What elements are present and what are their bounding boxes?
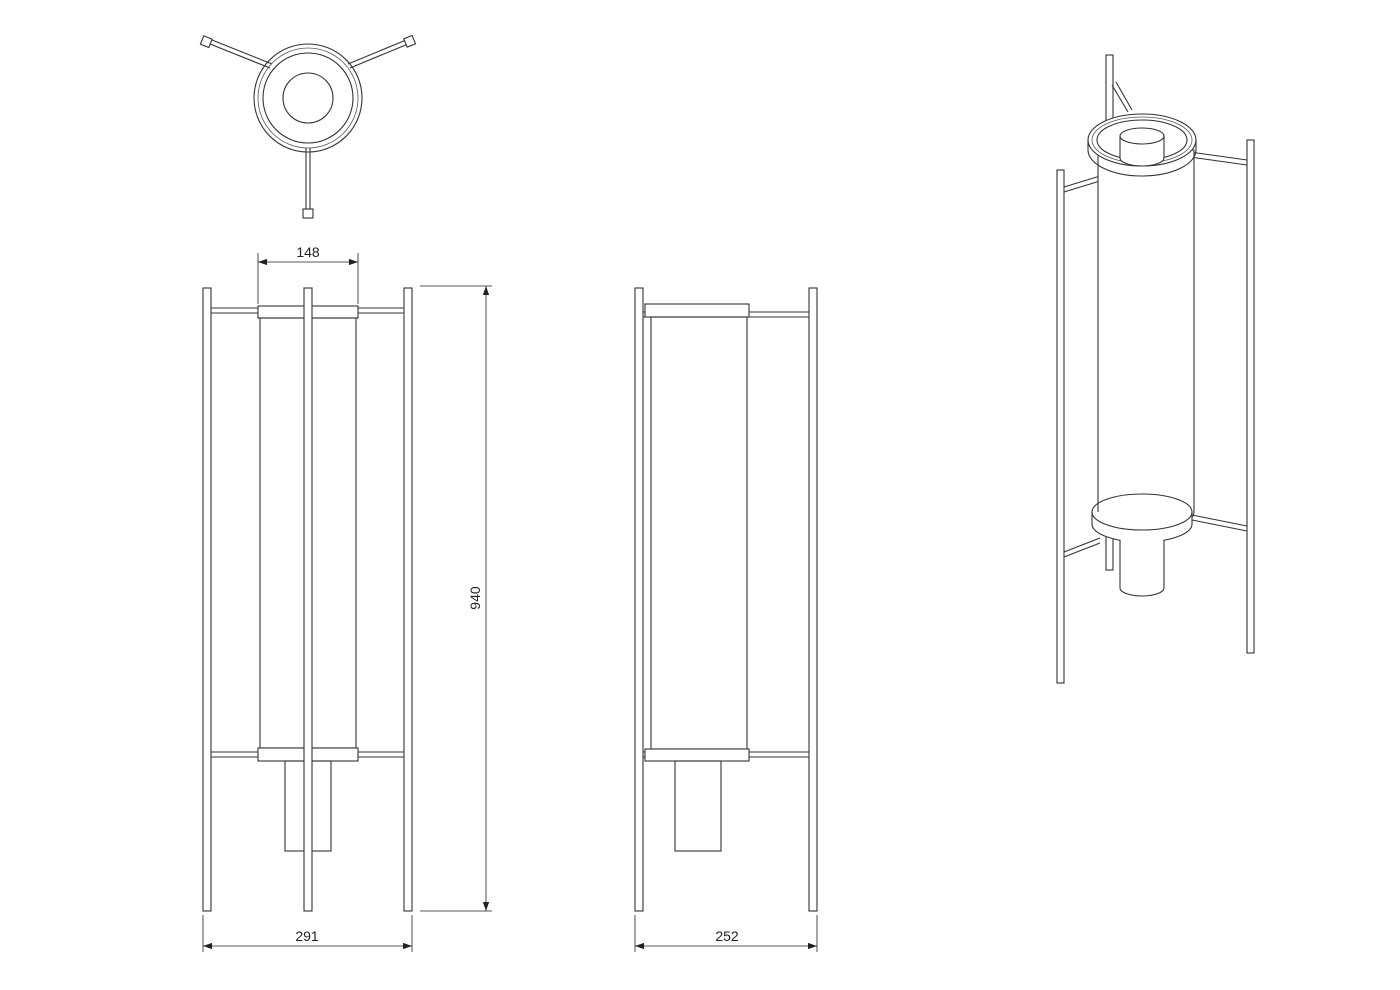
- dimension-label-252: 252: [715, 928, 739, 944]
- side-view: [634, 287, 818, 912]
- top-view: [199, 34, 417, 219]
- front-view: [202, 287, 413, 912]
- dimension-label-148: 148: [296, 244, 320, 260]
- dimension-label-940: 940: [467, 586, 483, 610]
- dimension-shade-diameter: 148: [257, 244, 359, 304]
- dimension-front-width: 291: [202, 915, 413, 952]
- dimension-label-291: 291: [295, 928, 319, 944]
- dimension-side-width: 252: [634, 915, 818, 952]
- isometric-view: [1056, 54, 1255, 684]
- dimension-height: 940: [420, 285, 492, 912]
